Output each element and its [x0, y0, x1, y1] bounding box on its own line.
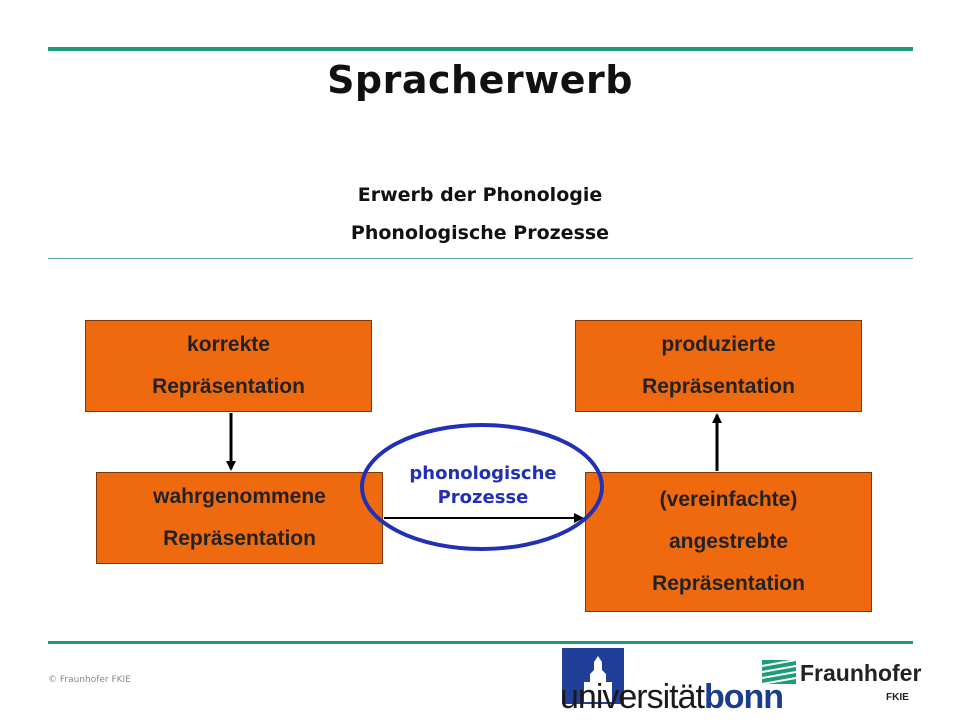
box-target-line2: angestrebte [668, 530, 789, 553]
box-produced-representation: produzierte Repräsentation [575, 320, 862, 412]
fraunhofer-institute: FKIE [886, 692, 909, 703]
box-correct-line1: korrekte [187, 333, 270, 356]
bottom-rule [48, 641, 913, 644]
box-correct-line2: Repräsentation [152, 375, 305, 398]
subtitle-phonology: Erwerb der Phonologie [357, 184, 603, 206]
fraunhofer-emblem [762, 659, 796, 685]
box-correct-representation: korrekte Repräsentation [85, 320, 372, 412]
phonological-processes-label: phonologische Prozesse [370, 462, 596, 510]
top-rule [48, 47, 913, 51]
subtitle-processes: Phonologische Prozesse [350, 222, 610, 244]
box-target-line3: Repräsentation [652, 572, 805, 595]
box-produced-line2: Repräsentation [642, 375, 795, 398]
uni-logo-regular: universität [560, 678, 705, 716]
middle-rule [48, 258, 913, 259]
box-target-line1: (vereinfachte) [659, 488, 798, 511]
box-target-representation: (vereinfachte) angestrebte Repräsentatio… [585, 472, 872, 612]
uni-logo-bold: bonn [703, 678, 784, 716]
process-line1: phonologische [409, 463, 557, 484]
page-title: Spracherwerb [327, 58, 633, 102]
copyright-text: © Fraunhofer FKIE [48, 675, 131, 685]
process-ellipse [360, 423, 604, 551]
fraunhofer-logo: Fraunhofer [800, 660, 922, 686]
process-line2: Prozesse [437, 487, 529, 508]
box-produced-line1: produzierte [661, 333, 776, 356]
box-perceived-line2: Repräsentation [163, 527, 316, 550]
box-perceived-representation: wahrgenommene Repräsentation [96, 472, 383, 564]
university-bonn-logo: universitätbonn [560, 678, 784, 717]
university-bonn-emblem [562, 648, 624, 704]
box-perceived-line1: wahrgenommene [153, 485, 326, 508]
